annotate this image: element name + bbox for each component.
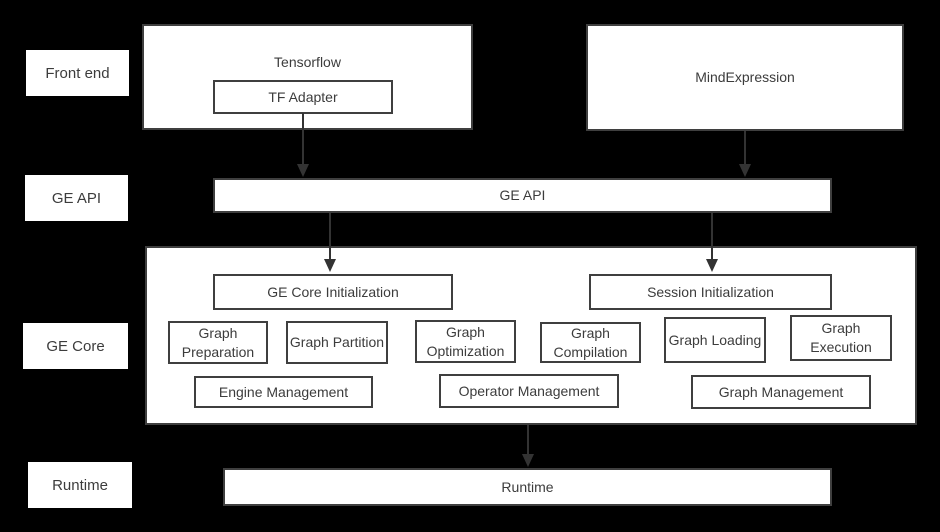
ge-core-initialization-label: GE Core Initialization	[267, 283, 399, 300]
graph-preparation-box: Graph Preparation	[168, 321, 268, 364]
operator-management-box: Operator Management	[439, 374, 619, 408]
row-label-front-end: Front end	[26, 50, 129, 96]
arrow-tf-adapter-to-ge-api	[297, 113, 309, 177]
tf-adapter-box: TF Adapter	[213, 80, 393, 114]
operator-management-label: Operator Management	[458, 382, 600, 399]
graph-management-box: Graph Management	[691, 375, 871, 409]
graph-loading-label: Graph Loading	[668, 331, 762, 348]
row-label-runtime: Runtime	[28, 462, 132, 508]
engine-management-label: Engine Management	[218, 383, 349, 400]
row-label-ge-core: GE Core	[23, 323, 128, 369]
runtime-bar: Runtime	[223, 468, 832, 506]
arrow-head-icon	[297, 164, 309, 177]
graph-partition-box: Graph Partition	[286, 321, 388, 364]
row-label-ge-api: GE API	[25, 175, 128, 221]
graph-execution-label: Graph Execution	[810, 320, 872, 355]
graph-compilation-label: Graph Compilation	[553, 324, 628, 360]
arrow-ge-api-to-ge-core-initialization	[324, 213, 336, 272]
graph-compilation-box: Graph Compilation	[540, 322, 641, 363]
ge-core-initialization-box: GE Core Initialization	[213, 274, 453, 310]
graph-optimization-box: Graph Optimization	[415, 320, 516, 363]
arrow-head-icon	[739, 164, 751, 177]
tf-adapter-label: TF Adapter	[268, 88, 338, 105]
tensorflow-box: Tensorflow TF Adapter	[142, 24, 473, 130]
engine-management-box: Engine Management	[194, 376, 373, 408]
arrow-mindexpression-to-ge-api	[739, 131, 751, 177]
arrow-shaft	[527, 425, 529, 456]
arrow-shaft	[329, 213, 331, 261]
arrow-shaft	[302, 113, 304, 166]
graph-management-label: Graph Management	[718, 383, 844, 400]
graph-loading-box: Graph Loading	[664, 317, 766, 363]
tensorflow-label: Tensorflow	[274, 54, 341, 70]
ge-core-box: GE Core Initialization Session Initializ…	[145, 246, 917, 425]
session-initialization-box: Session Initialization	[589, 274, 832, 310]
row-label-runtime-text: Runtime	[52, 476, 108, 494]
row-label-ge-api-text: GE API	[51, 189, 102, 207]
graph-execution-box: Graph Execution	[790, 315, 892, 361]
ge-api-bar-label: GE API	[499, 187, 546, 204]
arrow-shaft	[744, 131, 746, 166]
mindexpression-label: MindExpression	[695, 69, 795, 86]
arrow-shaft	[711, 213, 713, 261]
arrow-head-icon	[522, 454, 534, 467]
ge-api-bar: GE API	[213, 178, 832, 213]
arrow-ge-core-to-runtime	[522, 425, 534, 467]
graph-preparation-label: Graph Preparation	[181, 324, 255, 360]
graph-partition-label: Graph Partition	[289, 334, 385, 351]
runtime-bar-label: Runtime	[501, 478, 554, 495]
row-label-ge-core-text: GE Core	[46, 337, 105, 355]
row-label-front-end-text: Front end	[45, 64, 110, 82]
arrow-head-icon	[706, 259, 718, 272]
arrow-head-icon	[324, 259, 336, 272]
mindexpression-box: MindExpression	[586, 24, 904, 131]
arrow-ge-api-to-session-initialization	[706, 213, 718, 272]
session-initialization-label: Session Initialization	[647, 283, 774, 300]
graph-optimization-label: Graph Optimization	[426, 323, 505, 359]
